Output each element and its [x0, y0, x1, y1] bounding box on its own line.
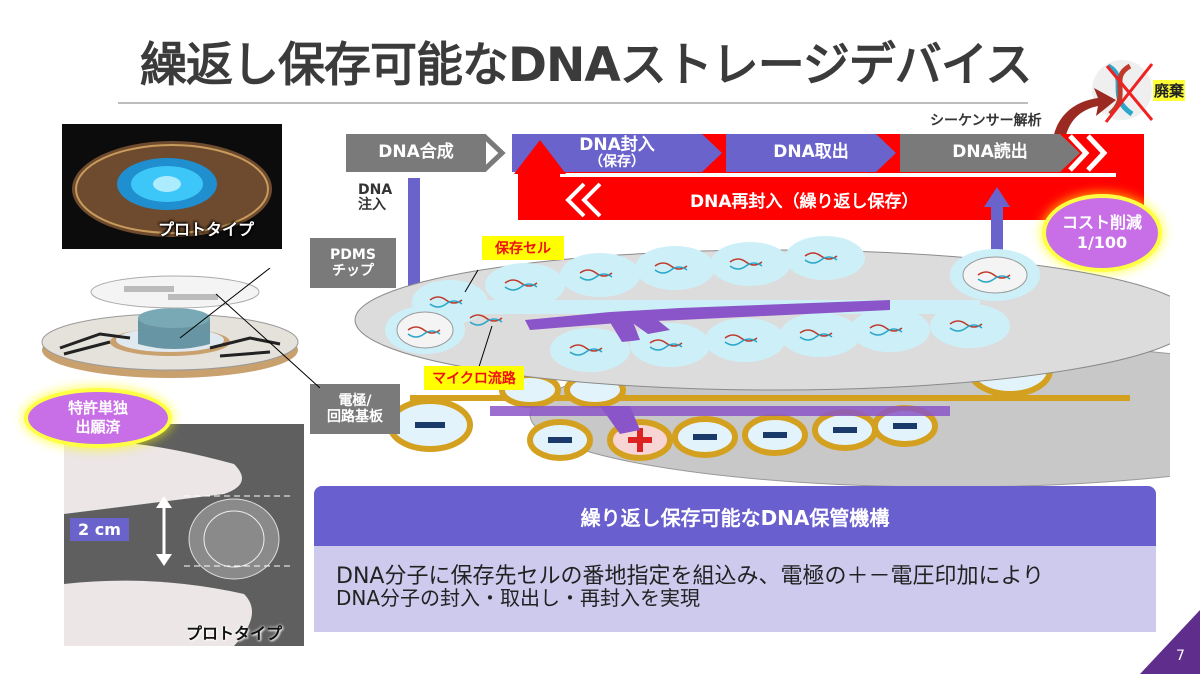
flow-step-sublabel: （保存） — [589, 153, 645, 170]
chevron-left-icon — [565, 182, 602, 218]
discard-arrow-icon — [1052, 88, 1116, 146]
injection-label: DNA 注入 — [358, 182, 393, 214]
storage-cell-leader — [464, 269, 479, 293]
dna-glyphs — [407, 252, 1011, 352]
patent-filed-badge: 特許単独 出願済 — [28, 392, 168, 444]
injection-arrow-shaft — [408, 178, 420, 308]
cost-badge-line2: 1/100 — [1076, 233, 1128, 252]
chevron-right-icon — [482, 134, 506, 172]
sequencer-label: シーケンサー解析 — [930, 113, 1042, 129]
patent-badge-line2: 出願済 — [75, 418, 121, 436]
flow-step-synthesis: DNA合成 — [346, 134, 486, 172]
prototype-photo-bottom: 2 cm プロトタイプ — [64, 424, 304, 646]
electrode-trace — [410, 395, 1130, 401]
description-line2: DNA分子の封入・取出し・再封入を実現 — [336, 586, 701, 610]
page-number: 7 — [1176, 648, 1185, 664]
electrode-board-label: 電極/ 回路基板 — [310, 384, 400, 434]
storage-cell-tag: 保存セル — [482, 236, 564, 260]
flow-step-label: DNA読出 — [952, 142, 1028, 163]
double-chevron-icon — [1068, 134, 1108, 172]
cost-badge-line1: コスト削減 — [1061, 213, 1142, 232]
device-exploded-illustration — [41, 268, 320, 388]
electrode-label-line1: 電極/ — [338, 392, 372, 409]
prototype-top-label: プロトタイプ — [158, 220, 255, 239]
plus-marker — [628, 428, 652, 452]
reencapsulation-label: DNA再封入（繰り返し保存） — [690, 192, 919, 212]
mechanism-heading: 繰り返し保存可能なDNA保管機構 — [314, 486, 1156, 546]
title-divider — [118, 102, 1028, 104]
flow-step-label: DNA封入 — [579, 134, 655, 155]
page-title: 繰返し保存可能なDNAストレージデバイス — [140, 38, 1032, 93]
prototype-photo-top: プロトタイプ — [62, 124, 282, 249]
flow-step-extraction: DNA取出 — [726, 134, 896, 172]
microchannel-leader — [477, 325, 493, 371]
prototype-device-image — [72, 141, 272, 237]
prototype-bottom-label: プロトタイプ — [186, 624, 283, 643]
prototype-hand-image — [64, 441, 294, 646]
pdms-chip-label: PDMS チップ — [310, 238, 396, 288]
scale-label: 2 cm — [70, 518, 129, 541]
band-divider — [560, 173, 1116, 177]
device-diagram — [354, 236, 1170, 488]
flow-step-readout: DNA読出 — [900, 134, 1080, 172]
microchannel-tag: マイクロ流路 — [424, 366, 524, 390]
pdms-label-line1: PDMS — [330, 246, 376, 263]
injection-label-line1: DNA — [358, 182, 393, 198]
mechanism-description: DNA分子に保存先セルの番地指定を組込み、電極の＋－電圧印加により DNA分子の… — [314, 546, 1156, 632]
description-line1: DNA分子に保存先セルの番地指定を組込み、電極の＋－電圧印加により — [336, 564, 1045, 589]
electrode-label-line2: 回路基板 — [327, 409, 383, 425]
flow-step-label: DNA取出 — [773, 142, 849, 163]
injection-label-line2: 注入 — [358, 197, 386, 214]
flow-step-label: DNA合成 — [378, 142, 454, 163]
pdms-label-line2: チップ — [332, 263, 374, 279]
patent-badge-line1: 特許単独 — [67, 399, 128, 418]
reencap-arrow-head-icon — [514, 140, 566, 174]
discard-label: 廃棄 — [1153, 80, 1186, 101]
page-corner-triangle — [1140, 610, 1200, 674]
cost-reduction-badge: コスト削減 1/100 — [1046, 198, 1158, 268]
